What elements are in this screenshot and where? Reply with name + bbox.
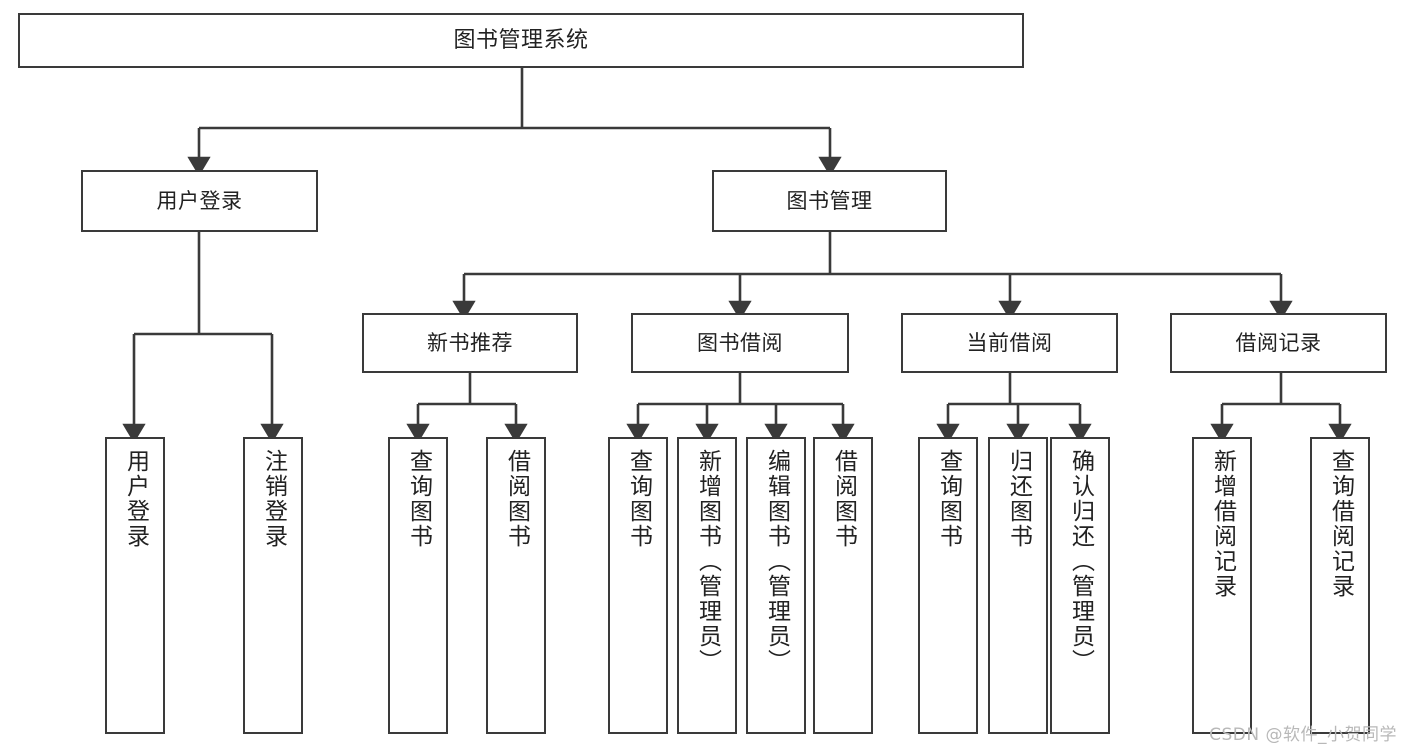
- node-root-system[interactable]: 图书管理系统: [18, 13, 1024, 68]
- leaf-current-return-book[interactable]: 归还图书: [988, 437, 1048, 734]
- leaf-user-login-logout[interactable]: 注销登录: [243, 437, 303, 734]
- node-label: 借阅图书: [830, 449, 857, 549]
- leaf-record-add-record[interactable]: 新增借阅记录: [1192, 437, 1252, 734]
- node-label: 图书借阅: [697, 330, 783, 355]
- node-label: 新书推荐: [427, 330, 513, 355]
- node-label: 图书管理系统: [453, 27, 589, 53]
- node-label: 用户登录: [122, 449, 149, 549]
- node-new-book-recommend[interactable]: 新书推荐: [362, 313, 578, 373]
- node-label: 新增图书（管理员）: [694, 449, 721, 674]
- leaf-borrow-edit-book-admin[interactable]: 编辑图书（管理员）: [746, 437, 806, 734]
- node-label: 当前借阅: [966, 330, 1053, 355]
- node-user-login[interactable]: 用户登录: [81, 170, 318, 232]
- node-label: 确认归还（管理员）: [1067, 449, 1094, 674]
- node-current-borrow[interactable]: 当前借阅: [901, 313, 1118, 373]
- watermark-text: CSDN @软件_小贺同学: [1209, 725, 1397, 745]
- leaf-user-login-login[interactable]: 用户登录: [105, 437, 165, 734]
- leaf-borrow-add-book-admin[interactable]: 新增图书（管理员）: [677, 437, 737, 734]
- leaf-recommend-query-book[interactable]: 查询图书: [388, 437, 448, 734]
- node-label: 查询图书: [625, 449, 652, 549]
- leaf-current-confirm-return-admin[interactable]: 确认归还（管理员）: [1050, 437, 1110, 734]
- node-label: 编辑图书（管理员）: [763, 449, 790, 674]
- node-label: 查询图书: [935, 449, 962, 549]
- leaf-current-query-book[interactable]: 查询图书: [918, 437, 978, 734]
- node-label: 查询借阅记录: [1327, 449, 1354, 599]
- node-label: 新增借阅记录: [1209, 449, 1236, 599]
- node-label: 注销登录: [260, 449, 287, 549]
- node-label: 图书管理: [786, 188, 873, 213]
- node-book-management[interactable]: 图书管理: [712, 170, 947, 232]
- leaf-borrow-query-book[interactable]: 查询图书: [608, 437, 668, 734]
- node-book-borrow[interactable]: 图书借阅: [631, 313, 849, 373]
- node-borrow-record[interactable]: 借阅记录: [1170, 313, 1387, 373]
- leaf-recommend-borrow-book[interactable]: 借阅图书: [486, 437, 546, 734]
- leaf-record-query-record[interactable]: 查询借阅记录: [1310, 437, 1370, 734]
- node-label: 归还图书: [1005, 449, 1032, 549]
- node-label: 用户登录: [156, 188, 243, 213]
- node-label: 借阅记录: [1235, 330, 1322, 355]
- node-label: 查询图书: [405, 449, 432, 549]
- leaf-borrow-borrow-book[interactable]: 借阅图书: [813, 437, 873, 734]
- node-label: 借阅图书: [503, 449, 530, 549]
